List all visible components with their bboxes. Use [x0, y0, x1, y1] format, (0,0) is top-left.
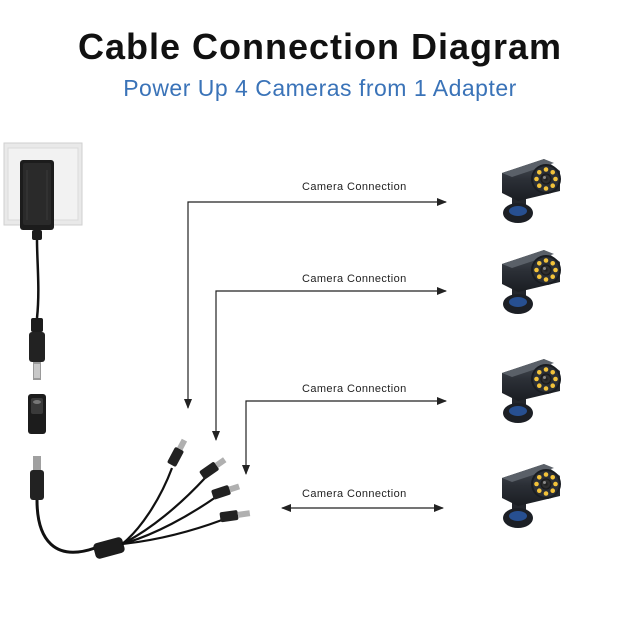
connection-label-1: Camera Connection: [302, 181, 407, 193]
arrow-connection-2: [212, 287, 447, 441]
diagram-title: Cable Connection Diagram: [77, 26, 563, 67]
connection-arrows: [184, 198, 447, 512]
security-camera-icon: [502, 159, 561, 223]
dc-plug-icon: [29, 318, 45, 380]
connection-label-3: Camera Connection: [302, 383, 407, 395]
arrow-connection-3: [242, 397, 447, 475]
security-camera-icon: [502, 250, 561, 314]
adapter-cable: [35, 239, 40, 319]
arrow-connection-1: [184, 198, 447, 409]
connection-label-2: Camera Connection: [302, 273, 407, 285]
security-camera-icon: [502, 464, 561, 528]
dc-jack-icon: [28, 394, 46, 434]
security-camera-icon: [502, 359, 561, 423]
splitter-cable-icon: [30, 438, 251, 559]
diagram-subtitle: Power Up 4 Cameras from 1 Adapter: [123, 75, 517, 101]
power-adapter-icon: [3, 142, 83, 240]
connection-label-4: Camera Connection: [302, 488, 407, 500]
